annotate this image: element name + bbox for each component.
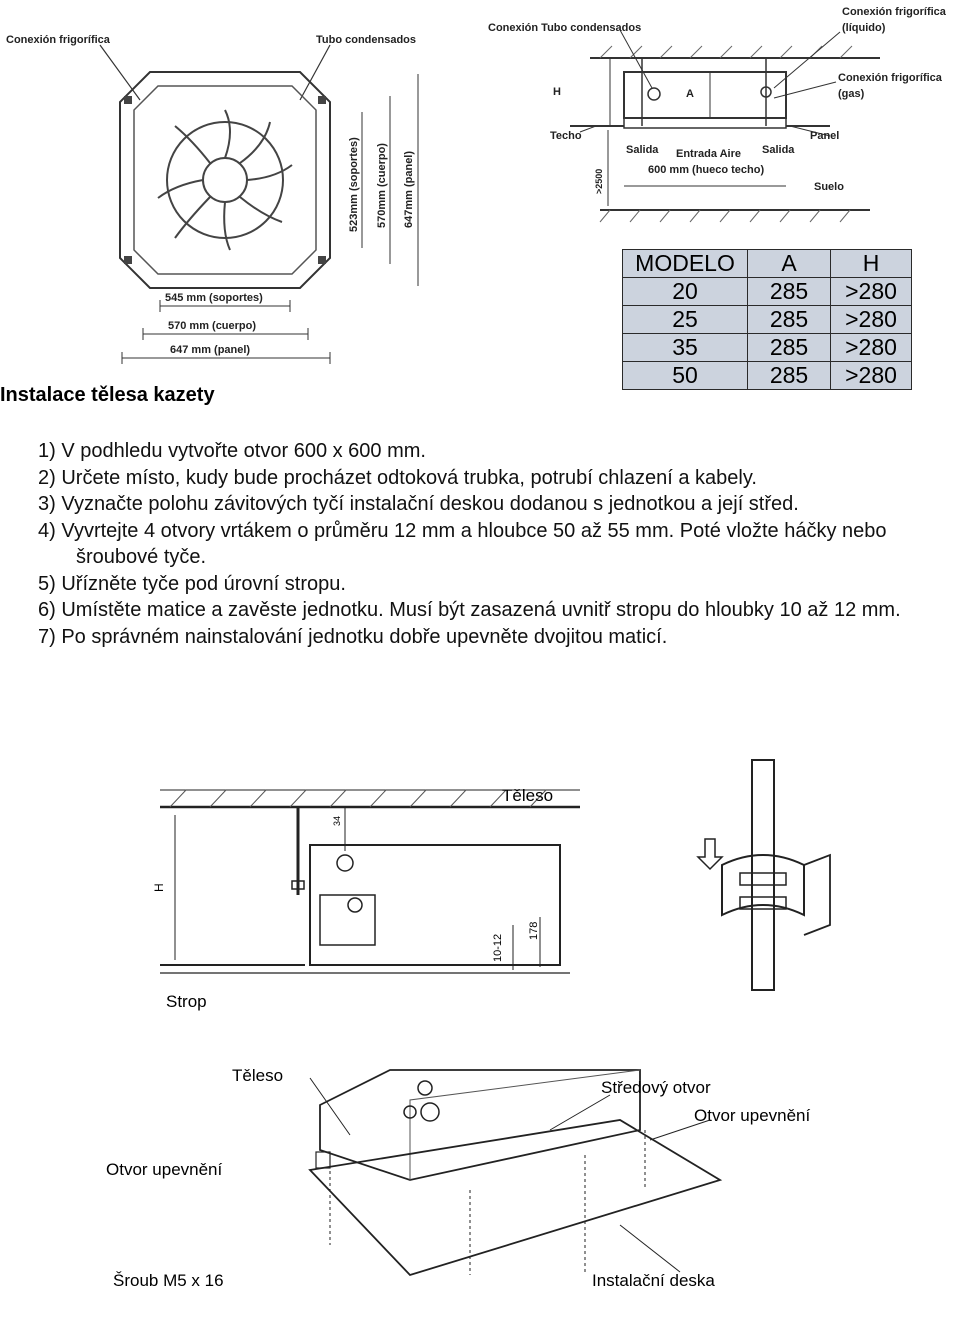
label-strop: Strop [166, 992, 207, 1011]
label-dim-34: 34 [332, 815, 342, 826]
section-title: Instalace tělesa kazety [0, 384, 215, 406]
label-salida-right: Salida [762, 144, 795, 156]
label-stredovy-otvor: Středový otvor [601, 1078, 711, 1097]
list-item: 3) Vyznačte polohu závitových tyčí insta… [38, 493, 799, 515]
label-techo: Techo [550, 130, 582, 142]
column-header-modelo: MODELO [622, 249, 748, 278]
model-dimension-table: MODELO A H 20 285 >280 25 285 >280 35 28… [622, 249, 912, 390]
table-cell-a: 285 [747, 277, 831, 306]
table-row: 50 285 >280 [622, 361, 912, 390]
label-gas: (gas) [838, 88, 865, 100]
list-item: 2) Určete místo, kudy bude procházet odt… [38, 466, 757, 489]
label-dim-570: 570 mm (cuerpo) [168, 320, 257, 332]
label-conexion-frigorifica-liquido: Conexión frigorífica [842, 6, 946, 18]
installation-plate-drawing [308, 1069, 723, 1277]
label-dim-647: 647 mm (panel) [170, 344, 251, 356]
table-cell-model: 50 [622, 361, 748, 390]
label-min-height: >2500 [594, 168, 604, 194]
table-cell-h: >280 [830, 333, 912, 362]
list-item: 7) Po správném nainstalování jednotku do… [38, 625, 668, 648]
column-header-a: A [747, 249, 831, 278]
label-suelo: Suelo [814, 181, 844, 193]
cassette-side-section-drawing [570, 29, 880, 223]
label-dim-647-vertical: 647mm (panel) [403, 150, 415, 228]
label-dim-178: 178 [528, 921, 540, 940]
label-conexion-frigorifica: Conexión frigorífica [6, 34, 110, 46]
label-teleso-middle: Těleso [502, 786, 554, 805]
table-cell-a: 285 [747, 361, 831, 390]
label-hueco-techo: 600 mm (hueco techo) [648, 164, 765, 176]
table-cell-h: >280 [830, 277, 912, 306]
label-conexion-tubo-condensados: Conexión Tubo condensados [488, 22, 642, 34]
label-liquido: (líquido) [842, 22, 886, 34]
table-cell-a: 285 [747, 333, 831, 362]
label-h: H [553, 86, 561, 98]
label-a: A [686, 88, 694, 100]
label-dim-545: 545 mm (soportes) [165, 292, 263, 304]
label-tubo-condensados: Tubo condensados [316, 34, 417, 46]
table-cell-model: 35 [622, 333, 748, 362]
list-item: 1) V podhledu vytvořte otvor 600 x 600 m… [38, 440, 426, 462]
label-otvor-upevneni-left: Otvor upevnění [106, 1160, 223, 1179]
label-conexion-frigorifica-gas: Conexión frigorífica [838, 72, 942, 84]
table-row: 25 285 >280 [622, 305, 912, 334]
label-panel: Panel [810, 130, 840, 142]
label-dim-523-vertical: 523mm (soportes) [348, 137, 360, 232]
hanging-section-drawing [160, 759, 831, 991]
table-row: 35 285 >280 [622, 333, 912, 362]
label-entrada-aire: Entrada Aire [676, 148, 742, 160]
label-sroub: Šroub M5 x 16 [113, 1271, 224, 1290]
column-header-h: H [830, 249, 912, 278]
table-cell-h: >280 [830, 361, 912, 390]
label-dim-10-12: 10-12 [492, 933, 504, 962]
label-teleso-bottom: Těleso [232, 1066, 284, 1085]
label-otvor-upevneni-right: Otvor upevnění [694, 1106, 811, 1125]
table-cell-model: 25 [622, 305, 748, 334]
label-instalacni-deska: Instalační deska [592, 1271, 715, 1290]
table-cell-model: 20 [622, 277, 748, 306]
label-dim-570-vertical: 570mm (cuerpo) [376, 143, 388, 228]
list-item: 5) Uřízněte tyče pod úrovní stropu. [38, 572, 346, 595]
list-item: 6) Umístěte matice a zavěste jednotku. M… [38, 599, 901, 621]
label-dim-h: H [152, 883, 166, 892]
installation-steps-list: 1) V podhledu vytvořte otvor 600 x 600 m… [38, 438, 948, 650]
table-cell-a: 285 [747, 305, 831, 334]
table-header-row: MODELO A H [622, 249, 912, 278]
list-item: 4) Vyvrtejte 4 otvory vrtákem o průměru … [38, 519, 887, 569]
label-salida-left: Salida [626, 144, 659, 156]
table-cell-h: >280 [830, 305, 912, 334]
cassette-top-view-drawing [99, 44, 419, 364]
table-row: 20 285 >280 [622, 277, 912, 306]
